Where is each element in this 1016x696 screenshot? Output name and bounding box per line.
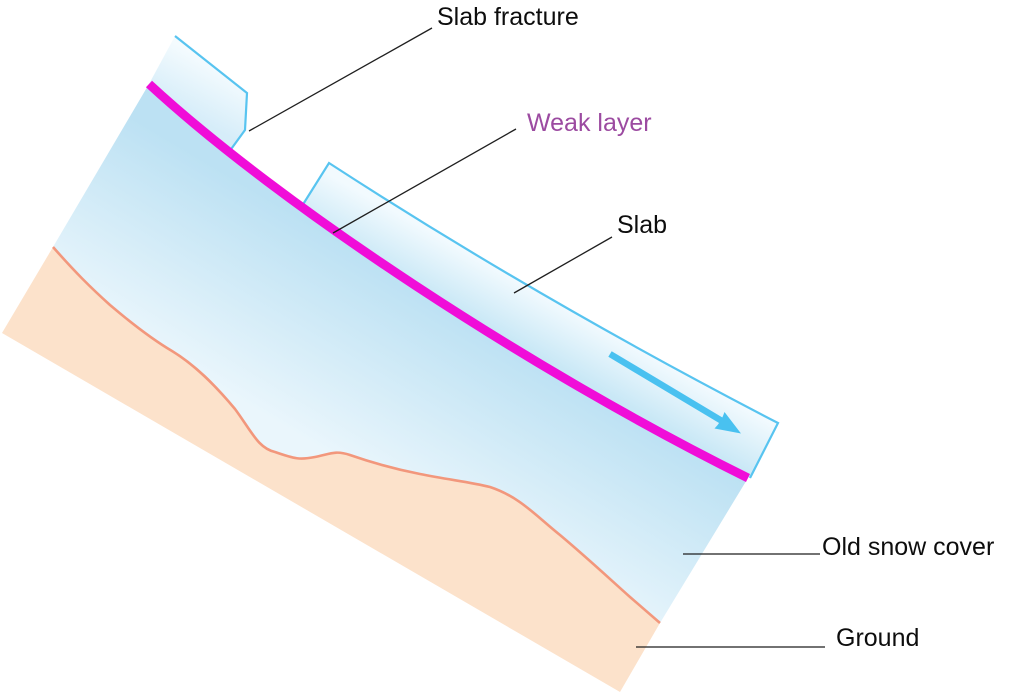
old-snow-cover-label: Old snow cover: [822, 533, 995, 561]
weak-layer-label: Weak layer: [527, 109, 652, 137]
slab-block-lower-outline: [301, 161, 780, 479]
slab-block-lower: [302, 163, 778, 478]
downslope-arrowhead-icon: [714, 412, 741, 434]
old-snow-cover-region: [53, 84, 748, 623]
ground-region: [2, 247, 660, 692]
slab-block-upper: [149, 36, 247, 152]
weak-layer-leader-line: [332, 128, 517, 234]
slab-label: Slab: [617, 211, 668, 239]
ground-surface-line: [52, 246, 661, 624]
weak-layer-line: [145, 80, 750, 483]
slab-block-upper-outline: [174, 35, 249, 153]
ground-label: Ground: [836, 624, 920, 652]
slab-fracture-leader-line: [248, 27, 433, 132]
downslope-arrow-icon: [608, 351, 724, 424]
slab-leader-line: [513, 236, 613, 294]
slab-fracture-label: Slab fracture: [437, 3, 579, 31]
